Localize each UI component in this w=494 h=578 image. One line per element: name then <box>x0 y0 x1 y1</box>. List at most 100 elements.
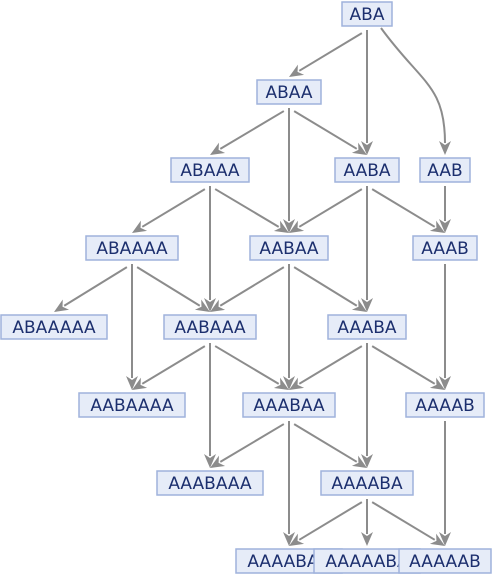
node-box <box>419 157 471 183</box>
edge-n9-n14 <box>204 343 216 468</box>
arrowhead <box>351 299 367 312</box>
arrowhead <box>351 142 367 155</box>
node-label: AAAAAB <box>409 552 481 572</box>
edge-line <box>214 345 280 385</box>
edge-n3-n10 <box>361 186 373 312</box>
node-box <box>242 392 336 418</box>
node-box <box>334 157 400 183</box>
edge-n2-n9 <box>204 186 216 312</box>
node-label: AAABAA <box>253 396 325 416</box>
arrowhead <box>361 532 373 546</box>
edge-n9-n11 <box>132 345 206 390</box>
edge-n6-n10 <box>293 266 367 312</box>
edge-n4-n7 <box>439 186 451 233</box>
node-aabaa: AABAA <box>249 235 329 261</box>
edge-line <box>371 345 436 385</box>
node-label: AAAAB <box>415 396 475 416</box>
node-abaa: ABAA <box>256 79 322 105</box>
edge-line <box>63 266 128 307</box>
edge-n15-n16 <box>289 501 363 546</box>
edge-n15-n18 <box>371 501 445 546</box>
edge-n7-n13 <box>439 264 451 390</box>
node-label: AAAB <box>421 239 469 259</box>
node-box <box>85 235 179 261</box>
edge-n3-n7 <box>371 188 445 233</box>
edge-line <box>293 423 358 463</box>
edge-n9-n12 <box>214 345 289 390</box>
node-aabaaaa: AABAAAA <box>78 392 186 418</box>
arrowhead <box>429 377 445 390</box>
arrowhead <box>429 533 445 546</box>
edge-n2-n5 <box>132 188 206 233</box>
arrowhead <box>204 454 216 468</box>
edge-line <box>371 501 436 541</box>
node-aaabaa: AAABAA <box>242 392 336 418</box>
node-label: ABAAA <box>180 161 239 181</box>
edges-layer <box>54 27 451 546</box>
arrowhead <box>361 298 373 312</box>
edge-n1-n3 <box>293 110 367 155</box>
arrowhead <box>210 299 226 312</box>
arrowhead <box>429 220 445 233</box>
edge-line <box>293 266 358 307</box>
arrowhead <box>210 142 226 155</box>
arrowhead <box>132 220 148 233</box>
node-label: AAAAABA <box>325 552 409 572</box>
arrowhead <box>194 299 210 312</box>
arrowhead <box>439 219 451 233</box>
edge-line <box>298 345 363 385</box>
node-label: AAABA <box>337 318 396 338</box>
node-box <box>341 1 393 27</box>
edge-line <box>219 266 285 307</box>
edge-n5-n11 <box>126 264 138 390</box>
edge-n5-n8 <box>54 266 128 312</box>
arrowhead <box>289 533 305 546</box>
arrowhead <box>439 376 451 390</box>
edge-line <box>219 423 285 463</box>
arrowhead <box>289 64 305 77</box>
edge-line <box>141 188 206 228</box>
arrowhead <box>361 454 373 468</box>
arrowhead <box>439 532 451 546</box>
node-aabaaa: AABAAA <box>163 314 257 340</box>
edge-n3-n6 <box>289 188 363 233</box>
node-box <box>163 314 257 340</box>
edge-line <box>219 110 285 150</box>
node-aba: ABA <box>341 1 393 27</box>
edge-line <box>136 266 201 307</box>
node-aaaba: AAABA <box>327 314 407 340</box>
node-abaaa: ABAAA <box>170 157 250 183</box>
arrowhead <box>210 455 226 468</box>
node-box <box>156 470 264 496</box>
edge-n12-n15 <box>293 423 367 468</box>
arrowhead <box>289 377 305 390</box>
arrowhead <box>283 376 295 390</box>
edge-n12-n14 <box>210 423 285 468</box>
arrowhead <box>273 220 289 233</box>
edge-n2-n6 <box>214 188 289 233</box>
edge-line <box>298 32 363 72</box>
arrowhead <box>439 141 451 155</box>
arrowhead <box>204 298 216 312</box>
arrowhead <box>54 299 70 312</box>
edge-n0-n1 <box>289 32 363 77</box>
arrowhead <box>132 377 148 390</box>
arrowhead <box>283 219 295 233</box>
node-box <box>398 548 492 574</box>
node-label: AAABAAA <box>168 474 252 494</box>
edge-n6-n9 <box>210 266 285 312</box>
node-label: ABAA <box>265 83 312 103</box>
node-aaba: AABA <box>334 157 400 183</box>
node-label: ABA <box>350 5 385 25</box>
node-aaab: AAAB <box>412 235 478 261</box>
edge-line <box>380 27 446 144</box>
node-box <box>320 470 414 496</box>
node-aaabaaa: AAABAAA <box>156 470 264 496</box>
arrowhead <box>289 220 305 233</box>
node-aaaab: AAAAB <box>405 392 485 418</box>
edge-n12-n16 <box>283 421 295 546</box>
arrowhead <box>283 532 295 546</box>
node-aaaaab: AAAAAB <box>398 548 492 574</box>
edge-n15-n17 <box>361 499 373 546</box>
